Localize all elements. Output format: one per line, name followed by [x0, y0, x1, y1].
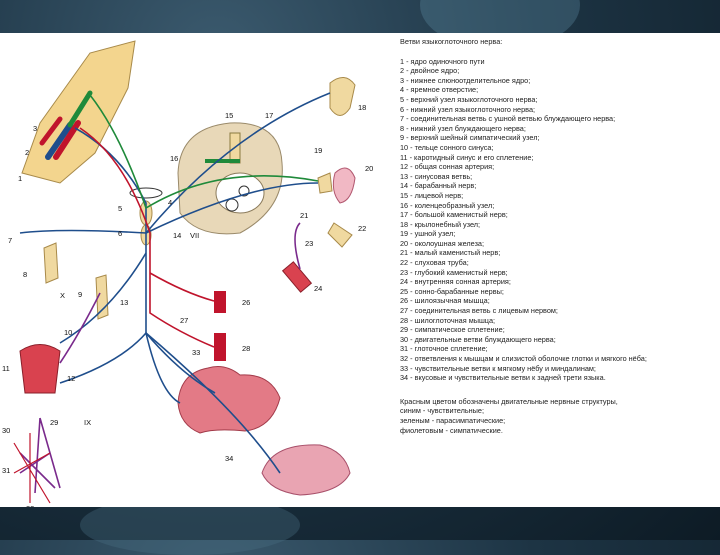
legend-item-11: 11 - каротидный синус и его сплетение;: [400, 153, 716, 163]
label-33: 33: [192, 348, 200, 357]
pterygopalatine-ganglion: [330, 77, 355, 115]
tonsil-illustration: [178, 367, 280, 433]
label-28: 28: [242, 344, 250, 353]
color-note: Красным цветом обозначены двигательные н…: [400, 397, 716, 435]
label-34: 34: [225, 454, 233, 463]
label-12: 12: [67, 374, 75, 383]
label-11: 11: [2, 364, 10, 373]
legend-item-23: 23 - глубокий каменистый нерв;: [400, 268, 716, 278]
legend-item-4: 4 - яремное отверстие;: [400, 85, 716, 95]
label-VII: VII: [190, 231, 199, 240]
legend-item-6: 6 - нижний узел языкоглоточного нерва;: [400, 105, 716, 115]
legend-item-22: 22 - слуховая труба;: [400, 258, 716, 268]
color-note-line: фиолетовым - симпатические.: [400, 426, 716, 436]
legend-item-25: 25 - сонно-барабанные нервы;: [400, 287, 716, 297]
label-23: 23: [305, 239, 313, 248]
label-2: 2: [25, 148, 29, 157]
label-8: 8: [23, 270, 27, 279]
label-7: 7: [8, 236, 12, 245]
styloglossus-muscle: [214, 291, 226, 313]
label-16: 16: [170, 154, 178, 163]
label-13: 13: [120, 298, 128, 307]
label-10: 10: [64, 328, 72, 337]
legend-item-5: 5 - верхний узел языкоглоточного нерва;: [400, 95, 716, 105]
sympathetic-nerves: [20, 223, 300, 493]
color-note-line: Красным цветом обозначены двигательные н…: [400, 397, 716, 407]
legend-item-3: 3 - нижнее слюноотделительное ядро;: [400, 76, 716, 86]
label-IX: IX: [84, 418, 91, 427]
label-30: 30: [2, 426, 10, 435]
label-24: 24: [314, 284, 322, 293]
color-note-line: синим - чувствительные;: [400, 406, 716, 416]
legend-item-26: 26 - шилоязычная мышца;: [400, 296, 716, 306]
legend-item-10: 10 - тельце сонного синуса;: [400, 143, 716, 153]
label-1: 1: [18, 174, 22, 183]
legend-item-17: 17 - большой каменистый нерв;: [400, 210, 716, 220]
carotid-sinus-illustration: [20, 345, 60, 394]
label-14: 14: [173, 231, 181, 240]
legend-title: Ветви языкоглоточного нерва:: [400, 37, 716, 47]
legend-item-30: 30 - двигательные ветви блуждающего нерв…: [400, 335, 716, 345]
legend-item-16: 16 - коленцеобразный узел;: [400, 201, 716, 211]
label-4: 4: [168, 198, 172, 207]
legend-item-14: 14 - барабанный нерв;: [400, 181, 716, 191]
legend-item-33: 33 - чувствительные ветви к мягкому нёбу…: [400, 364, 716, 374]
legend-item-31: 31 - глоточное сплетение;: [400, 344, 716, 354]
tongue-illustration: [262, 445, 350, 495]
label-29: 29: [50, 418, 58, 427]
label-31: 31: [2, 466, 10, 475]
legend-item-19: 19 - ушной узел;: [400, 229, 716, 239]
label-15: 15: [225, 111, 233, 120]
legend-item-32: 32 - ответвления к мышцам и слизистой об…: [400, 354, 716, 364]
legend-item-21: 21 - малый каменистый нерв;: [400, 248, 716, 258]
legend-item-9: 9 - верхний шейный симпатический узел;: [400, 133, 716, 143]
legend-item-2: 2 - двойное ядро;: [400, 66, 716, 76]
legend-item-34: 34 - вкусовые и чувствительные ветви к з…: [400, 373, 716, 383]
otic-ganglion: [318, 173, 332, 193]
label-9: 9: [78, 290, 82, 299]
stylopharyngeus-muscle: [214, 333, 226, 361]
label-3: 3: [33, 124, 37, 133]
legend-item-24: 24 - внутренняя сонная артерия;: [400, 277, 716, 287]
label-21: 21: [300, 211, 308, 220]
legend-item-1: 1 - ядро одиночного пути: [400, 57, 716, 67]
label-17: 17: [265, 111, 273, 120]
label-X: X: [60, 291, 65, 300]
internal-carotid-artery: [283, 262, 312, 292]
inferior-vagal-ganglion: [44, 243, 58, 283]
legend-item-27: 27 - соединительная ветвь с лицевым нерв…: [400, 306, 716, 316]
label-26: 26: [242, 298, 250, 307]
legend-item-15: 15 - лицевой нерв;: [400, 191, 716, 201]
label-20: 20: [365, 164, 373, 173]
label-22: 22: [358, 224, 366, 233]
label-27: 27: [180, 316, 188, 325]
color-note-line: зеленым - парасимпатические;: [400, 416, 716, 426]
label-32: 32: [26, 504, 34, 507]
auditory-tube: [328, 223, 352, 247]
legend-item-8: 8 - нижний узел блуждающего нерва;: [400, 124, 716, 134]
legend-item-18: 18 - крылонебный узел;: [400, 220, 716, 230]
legend-panel: Ветви языкоглоточного нерва: 1 - ядро од…: [400, 37, 716, 503]
legend-item-29: 29 - симпатическое сплетение;: [400, 325, 716, 335]
legend-item-12: 12 - общая сонная артерия;: [400, 162, 716, 172]
legend-item-7: 7 - соединительная ветвь с ушной ветвью …: [400, 114, 716, 124]
legend-item-20: 20 - околоушная железа;: [400, 239, 716, 249]
label-6: 6: [118, 229, 122, 238]
glossopharyngeal-nerve-diagram: 1 2 3 4 5 6 7 8 9 10 11 12 13 14 15 16 1…: [0, 33, 393, 507]
label-18: 18: [358, 103, 366, 112]
legend-item-28: 28 - шилоглоточная мышца;: [400, 316, 716, 326]
pharyngeal-plexus: [14, 433, 50, 503]
label-5: 5: [118, 204, 122, 213]
slide-content: 1 2 3 4 5 6 7 8 9 10 11 12 13 14 15 16 1…: [0, 33, 720, 507]
label-19: 19: [314, 146, 322, 155]
parotid-gland: [333, 168, 355, 203]
legend-item-13: 13 - синусовая ветвь;: [400, 172, 716, 182]
